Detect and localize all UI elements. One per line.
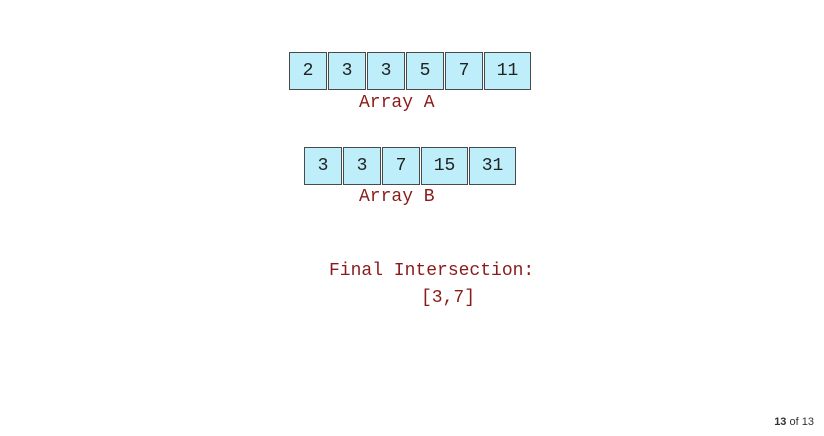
array-a-label: Array A [359, 93, 435, 113]
array-a-cell: 2 [289, 52, 327, 90]
page-counter: 13 of 13 [774, 416, 814, 428]
final-intersection-label: Final Intersection: [329, 261, 535, 281]
array-a-cell: 5 [406, 52, 444, 90]
array-b-cell: 3 [343, 147, 381, 185]
page-current: 13 [774, 416, 787, 428]
page-total: 13 [801, 416, 814, 428]
array-b-cell: 3 [304, 147, 342, 185]
array-b-cell: 31 [469, 147, 516, 185]
array-a-cell: 3 [328, 52, 366, 90]
array-b-cell: 7 [382, 147, 420, 185]
array-a-cell: 11 [484, 52, 531, 90]
array-a-cell: 7 [445, 52, 483, 90]
array-b-cell: 15 [421, 147, 468, 185]
page-separator: of [789, 416, 799, 428]
array-a-cell: 3 [367, 52, 405, 90]
final-intersection-value: [3,7] [421, 288, 476, 308]
array-b-label: Array B [359, 187, 435, 207]
